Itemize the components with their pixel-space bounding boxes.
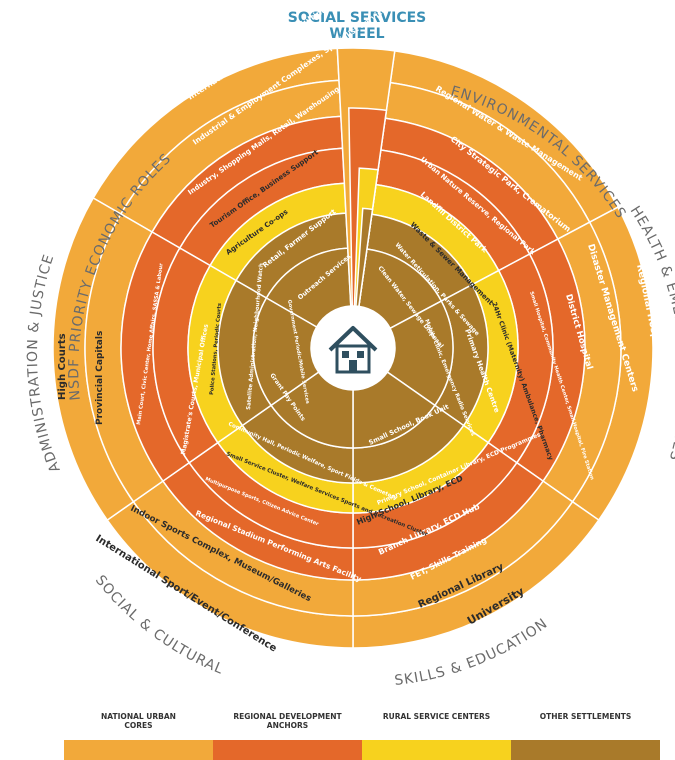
legend-label: REGIONAL DEVELOPMENT xyxy=(233,712,342,721)
legend-label: OTHER SETTLEMENTS xyxy=(539,712,632,721)
ring-other-inner-admin xyxy=(252,296,320,407)
legend-swatch-regional xyxy=(213,740,362,760)
legend-swatch-national xyxy=(64,740,213,760)
legend-label: NATIONAL URBAN xyxy=(101,712,176,721)
wheel-rings xyxy=(52,47,654,649)
ring-other-inner-health xyxy=(386,300,454,407)
label-admin-national: High Courts xyxy=(57,333,68,400)
house-icon xyxy=(323,318,383,378)
wheel-title-line2: WHEEL xyxy=(329,26,384,42)
legend-label-line2: ANCHORS xyxy=(266,721,309,730)
legend-item-rural: RURAL SERVICE CENTERS xyxy=(362,712,511,736)
social-services-wheel: SOCIAL SERVICES WHEEL NSDF PRIORITY ECON… xyxy=(24,10,675,690)
legend-swatch-rural xyxy=(362,740,511,760)
wedge-top-other xyxy=(355,207,374,308)
legend-swatch-other xyxy=(511,740,660,760)
label-admin-regional1: Provincial Capitals xyxy=(95,331,105,425)
legend-label-line2: CORES xyxy=(124,721,153,730)
legend-label: RURAL SERVICE CENTERS xyxy=(382,712,491,721)
wheel-title-line1: SOCIAL SERVICES xyxy=(288,10,427,26)
legend-item-other: OTHER SETTLEMENTS xyxy=(511,712,660,736)
